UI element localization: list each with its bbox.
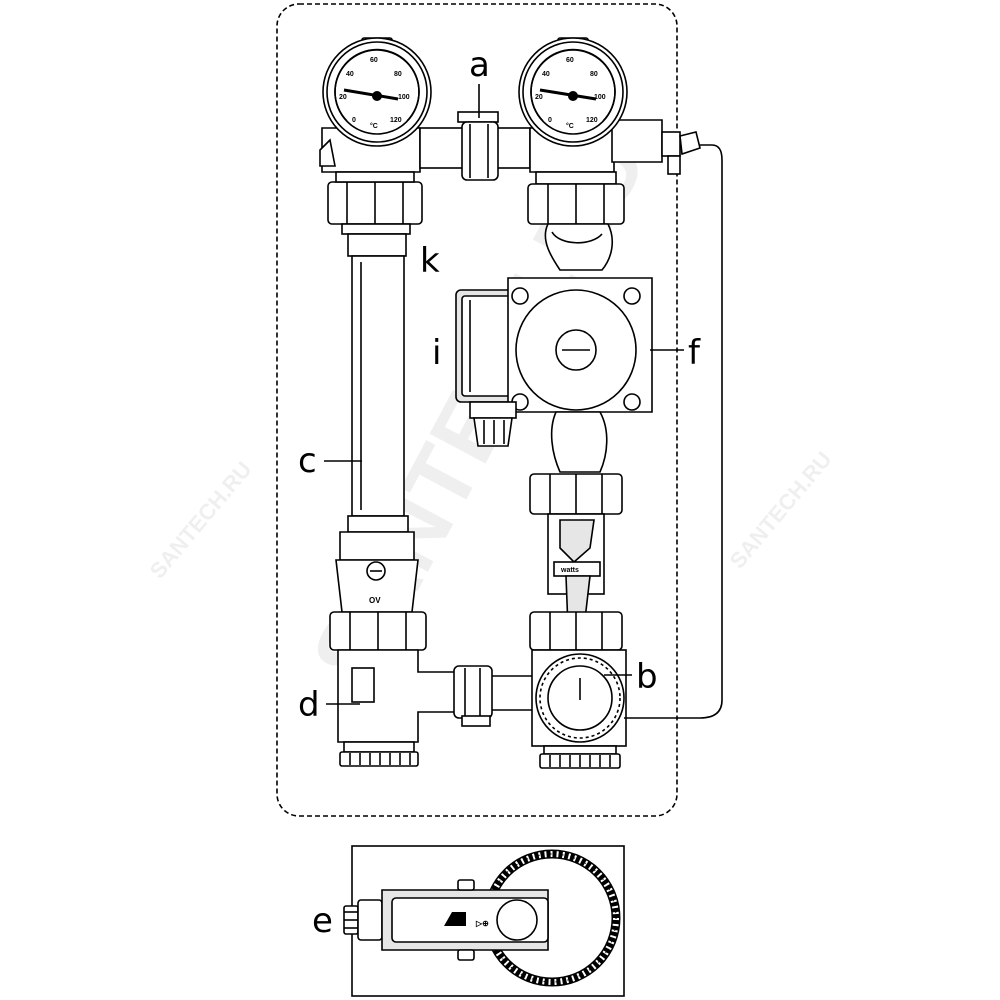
left-gauge-tick-60: 60: [370, 57, 378, 64]
callout-k: k: [420, 241, 440, 281]
callout-a: a: [469, 45, 490, 85]
callout-c: c: [298, 441, 317, 481]
left-branch: OV: [319, 127, 459, 767]
right-gauge-tick-100: 100: [594, 94, 606, 101]
right-gauge-tick-80: 80: [590, 71, 598, 78]
left-gauge-tick-120: 120: [390, 117, 402, 124]
callouts: a k i f c b d e: [298, 45, 701, 941]
right-gauge-tick-60: 60: [566, 57, 574, 64]
callout-b: b: [636, 657, 658, 697]
capillary-line: [624, 144, 723, 719]
right-gauge-tick-20: 20: [535, 94, 543, 101]
right-thermometer-gauge-icon: 0 20 40 60 80 100 120 °C: [518, 37, 628, 147]
watermark-side-right: SANTECH.RU: [725, 447, 837, 574]
callout-i: i: [432, 333, 441, 373]
actuator-symbol: ▷⊕: [475, 919, 489, 928]
actuator-icon: ▷⊕: [343, 879, 549, 961]
left-thermometer-gauge-icon: 0 20 40 60 80 100 120 °C: [322, 37, 432, 147]
mounting-frame: [276, 3, 678, 817]
right-gauge-tick-0: 0: [548, 117, 552, 124]
lower-cross-connection: [453, 665, 543, 727]
left-gauge-tick-40: 40: [346, 71, 354, 78]
right-gauge-tick-120: 120: [586, 117, 598, 124]
callout-d: d: [298, 685, 320, 725]
valve-mark-ov: OV: [369, 596, 381, 605]
callout-e: e: [312, 901, 333, 941]
left-gauge-tick-0: 0: [352, 117, 356, 124]
bypass-connection: [419, 111, 531, 181]
right-gauge-tick-40: 40: [542, 71, 550, 78]
left-gauge-tick-20: 20: [339, 94, 347, 101]
left-gauge-tick-80: 80: [394, 71, 402, 78]
callout-f: f: [688, 333, 701, 373]
handle-brand-label: watts: [560, 567, 579, 574]
left-gauge-unit: °C: [370, 122, 378, 130]
left-gauge-tick-100: 100: [398, 94, 410, 101]
right-gauge-unit: °C: [566, 122, 574, 130]
watermark-side-left: SANTECH.RU: [145, 457, 257, 584]
